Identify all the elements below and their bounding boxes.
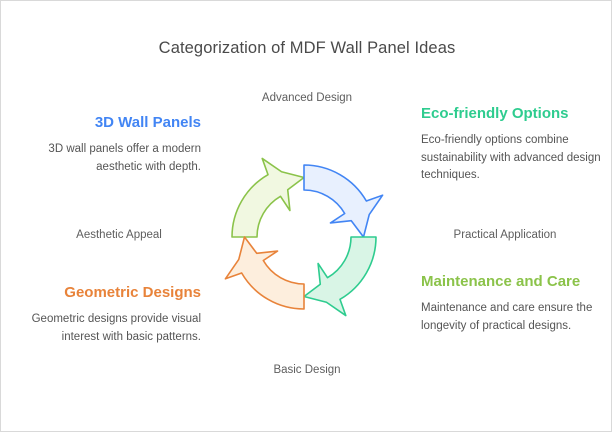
block-3d-heading: 3D Wall Panels — [94, 114, 201, 131]
cycle-segment-top-right — [303, 164, 384, 238]
block-eco-heading: Eco-friendly Options — [421, 105, 569, 122]
block-eco-friendly-options: Eco-friendly Options Eco-friendly option… — [421, 105, 601, 184]
cycle-segment-bottom-left — [224, 236, 305, 310]
stage-label-aesthetic-appeal: Aesthetic Appeal — [76, 229, 162, 241]
block-eco-body: Eco-friendly options combine sustainabil… — [421, 134, 601, 181]
block-3d-body: 3D wall panels offer a modern aesthetic … — [48, 143, 201, 173]
cycle-segment-top-left — [231, 157, 305, 238]
block-maintenance-and-care: Maintenance and Care Maintenance and car… — [421, 273, 601, 335]
stage-label-practical-application: Practical Application — [453, 229, 557, 241]
stage-label-basic-design: Basic Design — [273, 364, 341, 376]
block-geometric-designs: Geometric Designs Geometric designs prov… — [17, 284, 201, 346]
block-3d-wall-panels: 3D Wall Panels 3D wall panels offer a mo… — [17, 114, 201, 176]
block-maintenance-body: Maintenance and care ensure the longevit… — [421, 302, 593, 332]
block-maintenance-heading: Maintenance and Care — [421, 273, 581, 290]
cycle-segment-bottom-right — [303, 236, 377, 317]
block-geometric-body: Geometric designs provide visual interes… — [31, 313, 201, 343]
page-title: Categorization of MDF Wall Panel Ideas — [158, 39, 456, 57]
block-geometric-heading: Geometric Designs — [64, 284, 201, 301]
cycle-diagram — [224, 157, 384, 317]
stage-label-advanced-design: Advanced Design — [261, 92, 353, 104]
